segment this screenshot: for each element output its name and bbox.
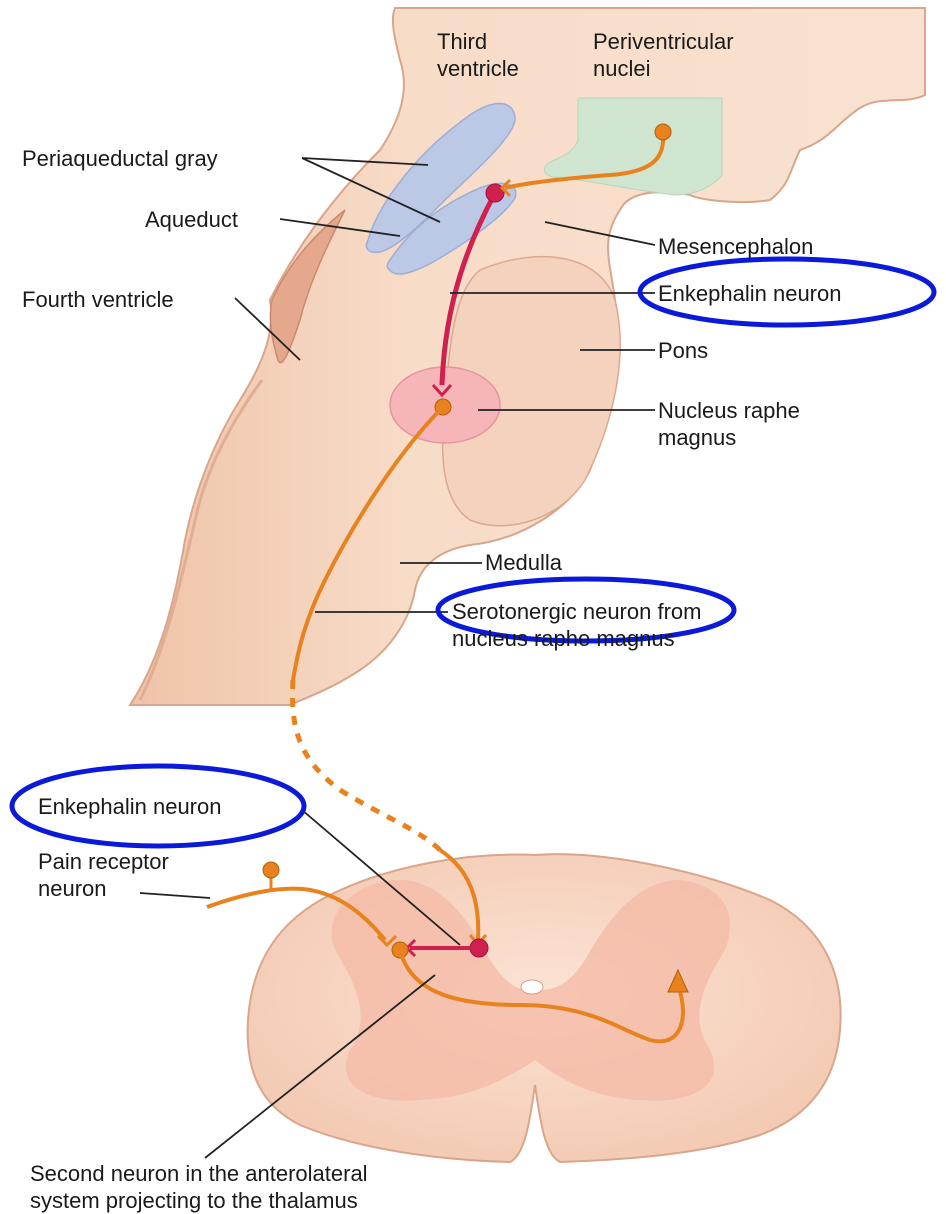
label-medulla: Medulla <box>485 549 562 576</box>
label-aqueduct: Aqueduct <box>145 206 238 233</box>
label-serotonergic-neuron: Serotonergic neuron from nucleus raphe m… <box>452 598 701 652</box>
central-canal <box>521 980 543 994</box>
label-third-ventricle-line1: Third <box>437 28 519 55</box>
label-periventricular-line1: Periventricular <box>593 28 734 55</box>
label-raphe-line2: magnus <box>658 424 800 451</box>
label-mesencephalon: Mesencephalon <box>658 233 813 260</box>
label-periventricular-nuclei: Periventricular nuclei <box>593 28 734 82</box>
label-enkephalin-neuron-upper: Enkephalin neuron <box>658 280 841 307</box>
label-pons: Pons <box>658 337 708 364</box>
label-pain-receptor-line1: Pain receptor <box>38 848 169 875</box>
label-periaqueductal-gray: Periaqueductal gray <box>22 145 218 172</box>
pain-receptor-soma <box>263 862 279 878</box>
label-serotonergic-line2: nucleus raphe magnus <box>452 625 701 652</box>
label-third-ventricle: Third ventricle <box>437 28 519 82</box>
periventricular-neuron-soma <box>655 124 671 140</box>
label-enkephalin-neuron-lower: Enkephalin neuron <box>38 793 221 820</box>
label-periventricular-line2: nuclei <box>593 55 734 82</box>
serotonergic-neuron-dashed <box>293 680 440 850</box>
label-third-ventricle-line2: ventricle <box>437 55 519 82</box>
label-pain-receptor-line2: neuron <box>38 875 169 902</box>
label-pain-receptor-neuron: Pain receptor neuron <box>38 848 169 902</box>
label-raphe-line1: Nucleus raphe <box>658 397 800 424</box>
label-fourth-ventricle: Fourth ventricle <box>22 286 174 313</box>
label-nucleus-raphe-magnus: Nucleus raphe magnus <box>658 397 800 451</box>
label-serotonergic-line1: Serotonergic neuron from <box>452 598 701 625</box>
label-second-neuron: Second neuron in the anterolateral syste… <box>30 1160 368 1214</box>
label-second-neuron-line2: system projecting to the thalamus <box>30 1187 368 1214</box>
label-second-neuron-line1: Second neuron in the anterolateral <box>30 1160 368 1187</box>
